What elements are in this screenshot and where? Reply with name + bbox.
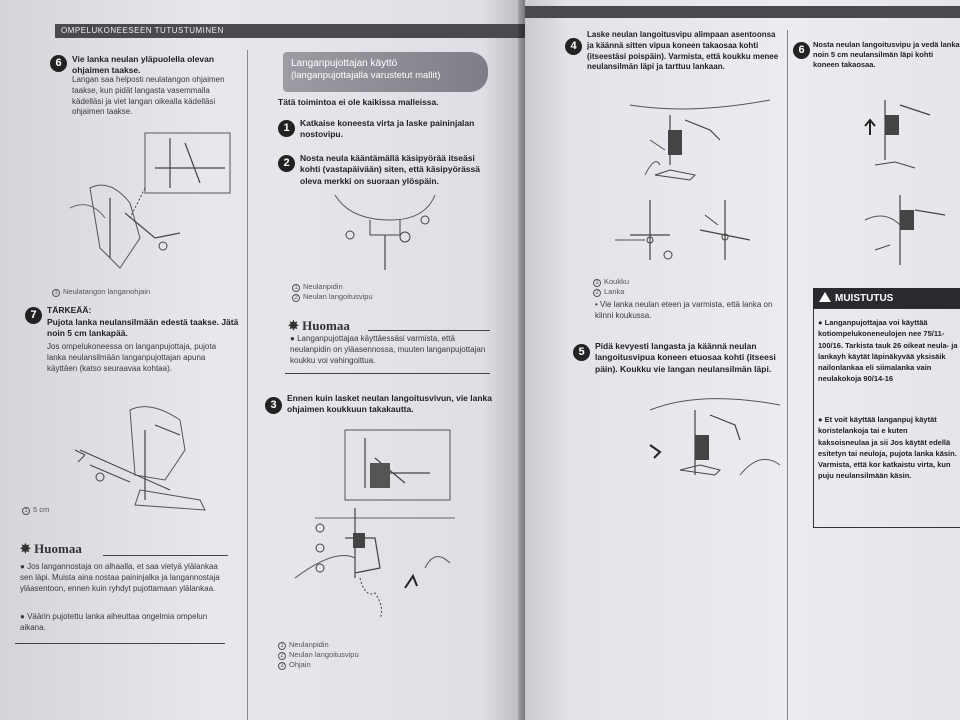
note-burst-icon: ✸ — [20, 541, 31, 556]
huomaa-bullet-1: ● Jos langannostaja on alhaalla, et saa … — [20, 562, 220, 593]
huomaa-bottom-rule — [15, 643, 225, 644]
muistutus-box: ● Langanpujottajaa voi käyttää kotiompel… — [813, 308, 960, 528]
step-6-right-text: Nosta neulan langoitusvipu ja vedä lanka… — [813, 40, 960, 70]
needle-holder-illustration — [334, 194, 436, 270]
left-page: OMPELUKONEESEEN TUTUSTUMINEN 6 Vie lanka… — [0, 0, 525, 720]
huomaa-threader-rule — [368, 330, 490, 331]
right-header-bar — [525, 6, 960, 18]
threading-pull-illustration — [649, 398, 781, 476]
callout-3-icon: 3 — [278, 662, 286, 670]
muistutus-bullet-1: ● Langanpujottajaa voi käyttää kotiompel… — [818, 318, 958, 384]
step-6-right-number: 6 — [793, 42, 810, 59]
callout-1-icon: 1 — [593, 279, 601, 287]
needle-bar-guide-illustration — [69, 132, 231, 269]
step-5-number: 5 — [573, 344, 590, 361]
step-7-heading: TÄRKEÄÄ: — [47, 305, 92, 315]
threader-step-1-text: Katkaise koneesta virta ja laske paininj… — [300, 118, 475, 140]
column-divider — [247, 50, 248, 720]
huomaa-threader-bullet: ● Langanpujottajaa käyttäessäsi varmista… — [290, 334, 486, 365]
threading-hook-illustration — [629, 99, 771, 181]
step-4-number: 4 — [565, 38, 582, 55]
huomaa-title-left: ✸ Huomaa — [20, 541, 82, 556]
huomaa-bullet-2: ● Väärin pujotettu lanka aiheuttaa ongel… — [20, 612, 208, 632]
note-burst-icon: ✸ — [288, 318, 299, 333]
callout-1-icon: 1 — [292, 284, 300, 292]
column-divider — [787, 30, 788, 720]
threader-step-2-text: Nosta neula kääntämällä käsipyörää itseä… — [300, 153, 480, 186]
section-header: OMPELUKONEESEEN TUTUSTUMINEN — [55, 24, 525, 38]
needle-threading-illustration — [74, 406, 206, 511]
threading-lever-illustration — [294, 429, 455, 619]
callout-2-icon: 2 — [292, 294, 300, 302]
step-7-text: Pujota lanka neulansilmään edestä taakse… — [47, 317, 239, 339]
threader-step-2-number: 2 — [278, 155, 295, 172]
callout-2-icon: 2 — [278, 652, 286, 660]
muistutus-header: MUISTUTUS — [813, 288, 960, 308]
callout-1-icon: 1 — [278, 642, 286, 650]
huomaa-rule — [103, 555, 228, 556]
huomaa-threader-bottom-rule — [285, 373, 490, 374]
thread-finished-illustration — [864, 195, 946, 265]
step-6-bullet: Langan saa helposti neulatangon ohjaimen… — [72, 75, 225, 117]
threader-step-3-text: Ennen kuin lasket neulan langoitusvivun,… — [287, 393, 493, 415]
step-7-number: 7 — [25, 307, 42, 324]
step-7-bullet: Jos ompelukoneessa on langanpujottaja, p… — [47, 342, 217, 373]
callout-1-icon: 1 — [52, 289, 60, 297]
threader-step-3-number: 3 — [265, 397, 282, 414]
step-6-number: 6 — [50, 55, 67, 72]
step-6-text: Vie lanka neulan yläpuolella olevan ohja… — [72, 54, 215, 76]
muistutus-bullet-2: ● Et voit käyttää langanpuj käytät koris… — [818, 415, 957, 481]
step-5-text: Pidä kevyesti langasta ja käännä neulan … — [595, 341, 776, 374]
huomaa-title-threader: ✸ Huomaa — [288, 318, 350, 333]
step-4-bullet: • Vie lanka neulan eteen ja varmista, et… — [595, 300, 773, 320]
warning-icon — [819, 292, 831, 302]
threader-intro: Tätä toimintoa ei ole kaikissa malleissa… — [278, 97, 439, 107]
threader-title-box: Langanpujottajan käyttö (langanpujottaja… — [283, 52, 488, 92]
threader-title: Langanpujottajan käyttö — [291, 58, 398, 69]
callout-1-icon: 1 — [22, 507, 30, 515]
threader-subtitle: (langanpujottajalla varustetut mallit) — [291, 70, 441, 81]
hook-detail-illustration — [615, 200, 751, 260]
step-4-text: Laske neulan langoitusvipu alimpaan asen… — [587, 30, 779, 72]
callout-2-icon: 2 — [593, 289, 601, 297]
threader-step-1-number: 1 — [278, 120, 295, 137]
thread-pull-back-illustration — [864, 100, 931, 169]
right-page: 4 Laske neulan langoitusvipu alimpaan as… — [525, 0, 960, 720]
